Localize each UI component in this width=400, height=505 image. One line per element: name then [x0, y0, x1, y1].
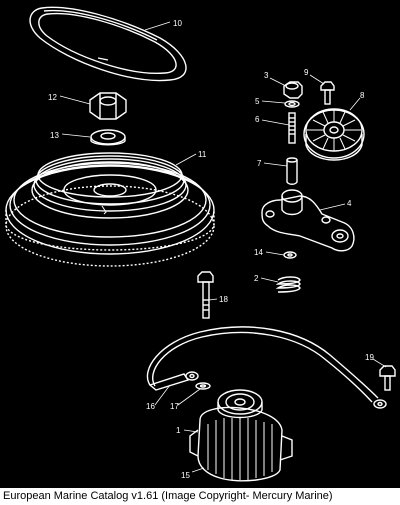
callout-7: 7: [257, 159, 262, 168]
callout-5: 5: [255, 97, 260, 106]
callout-17: 17: [170, 402, 179, 411]
part-18-long-bolt: [197, 271, 214, 319]
callout-13: 13: [50, 131, 59, 140]
part-13-washer: [90, 129, 126, 146]
part-14-washer: [283, 251, 297, 259]
part-1-alternator: [189, 389, 293, 482]
ground-cable: [146, 326, 387, 409]
parts-diagram: 10 12 13 11 3 9 5 6 7 8 4 14 2 18 19 16 …: [0, 0, 400, 488]
part-11-flywheel: [5, 152, 215, 267]
part-19-bolt: [379, 365, 396, 391]
callout-9: 9: [304, 68, 309, 77]
catalog-caption: European Marine Catalog v1.61 (Image Cop…: [0, 488, 400, 505]
callout-4: 4: [347, 199, 352, 208]
callout-11: 11: [198, 150, 207, 159]
callout-1: 1: [176, 426, 181, 435]
callout-14: 14: [254, 248, 263, 257]
callout-6: 6: [255, 115, 260, 124]
part-2-spring: [275, 276, 301, 293]
part-17-washer: [195, 382, 211, 390]
part-12-nut: [89, 92, 127, 120]
callout-18: 18: [219, 295, 228, 304]
callout-16: 16: [146, 402, 155, 411]
callout-19: 19: [365, 353, 374, 362]
callout-15: 15: [181, 471, 190, 480]
callout-12: 12: [48, 93, 57, 102]
callout-2: 2: [254, 274, 259, 283]
callout-3: 3: [264, 71, 269, 80]
part-6-stud: [288, 112, 296, 144]
part-3-nut: [283, 81, 303, 99]
callout-8: 8: [360, 91, 365, 100]
part-8-idler-pulley: [303, 108, 365, 161]
part-9-bolt: [320, 81, 335, 105]
part-10-drive-belt: [29, 6, 187, 82]
part-4-bracket: [261, 189, 355, 252]
callout-10: 10: [173, 19, 182, 28]
leader-lines: [59, 21, 387, 473]
part-5-washer: [284, 100, 300, 108]
part-7-spacer: [286, 157, 298, 185]
